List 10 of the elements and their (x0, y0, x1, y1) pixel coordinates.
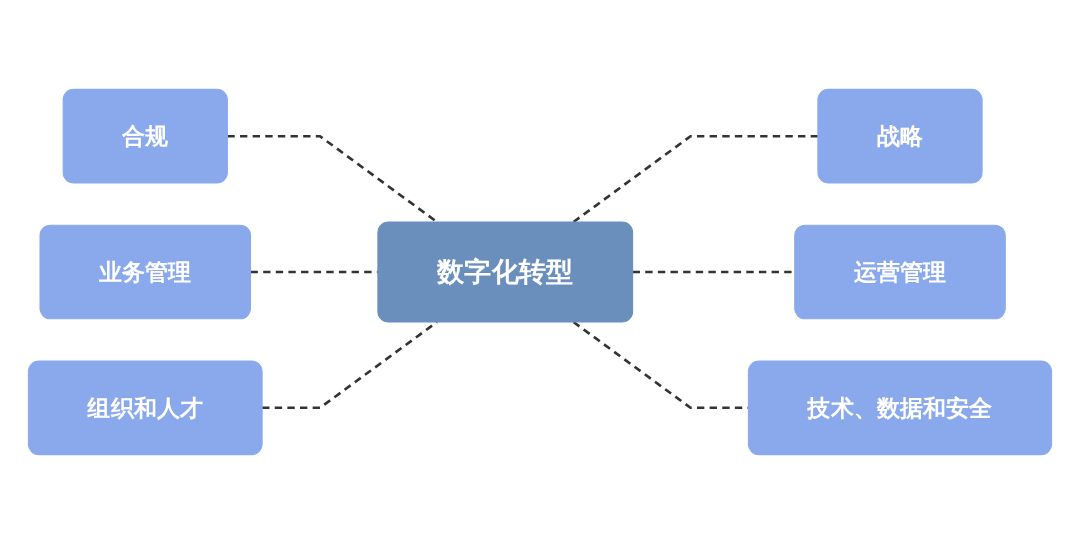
node-box: 合规 (62, 88, 228, 184)
node-box: 战略 (817, 88, 983, 184)
connector (572, 134, 818, 224)
connector (632, 270, 795, 274)
node-box: 数字化转型 (377, 221, 634, 323)
node-box: 运营管理 (794, 224, 1006, 320)
node-box: 组织和人才 (27, 360, 263, 456)
node-box: 技术、数据和安全 (747, 360, 1053, 456)
connector (227, 134, 438, 224)
node-box: 业务管理 (39, 224, 252, 320)
